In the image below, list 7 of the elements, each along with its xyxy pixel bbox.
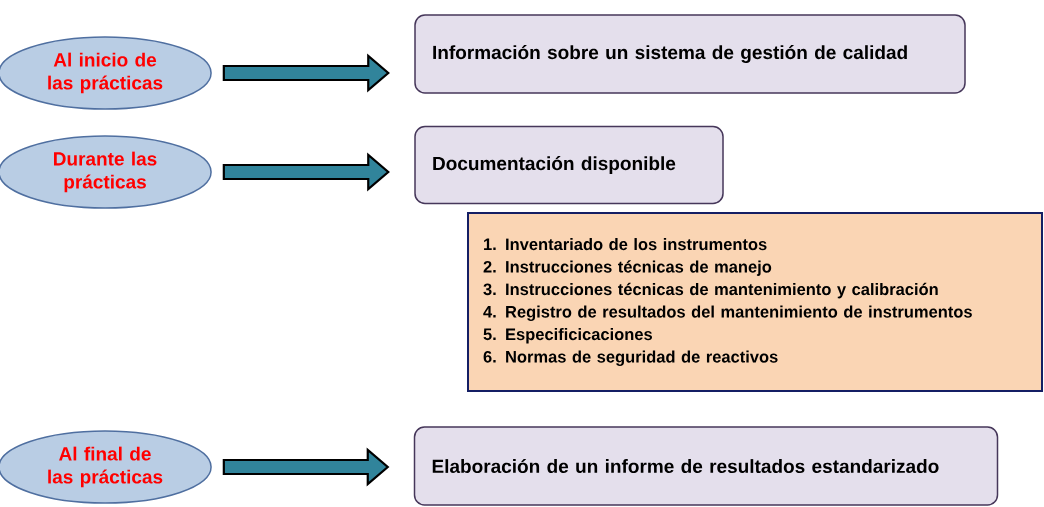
- text-box: Documentación disponible: [414, 125, 724, 205]
- text-box: Información sobre un sistema de gestión de calidad: [414, 14, 966, 94]
- block-arrow: [222, 53, 390, 93]
- list-box: 1. Inventariado de los instrumentos 2. Instrucciones técnicas de manejo 3. Instrucciones técnicas de mantenimiento y calibración 4. Registro de resultados del mantenimiento de instrumentos 5. Especificicaciones 6. Normas de seguridad de reactivos: [467, 212, 1043, 392]
- text-box: Elaboración de un informe de resultados estandarizado: [413, 426, 999, 506]
- block-arrow: [222, 447, 390, 487]
- block-arrow: [222, 152, 390, 192]
